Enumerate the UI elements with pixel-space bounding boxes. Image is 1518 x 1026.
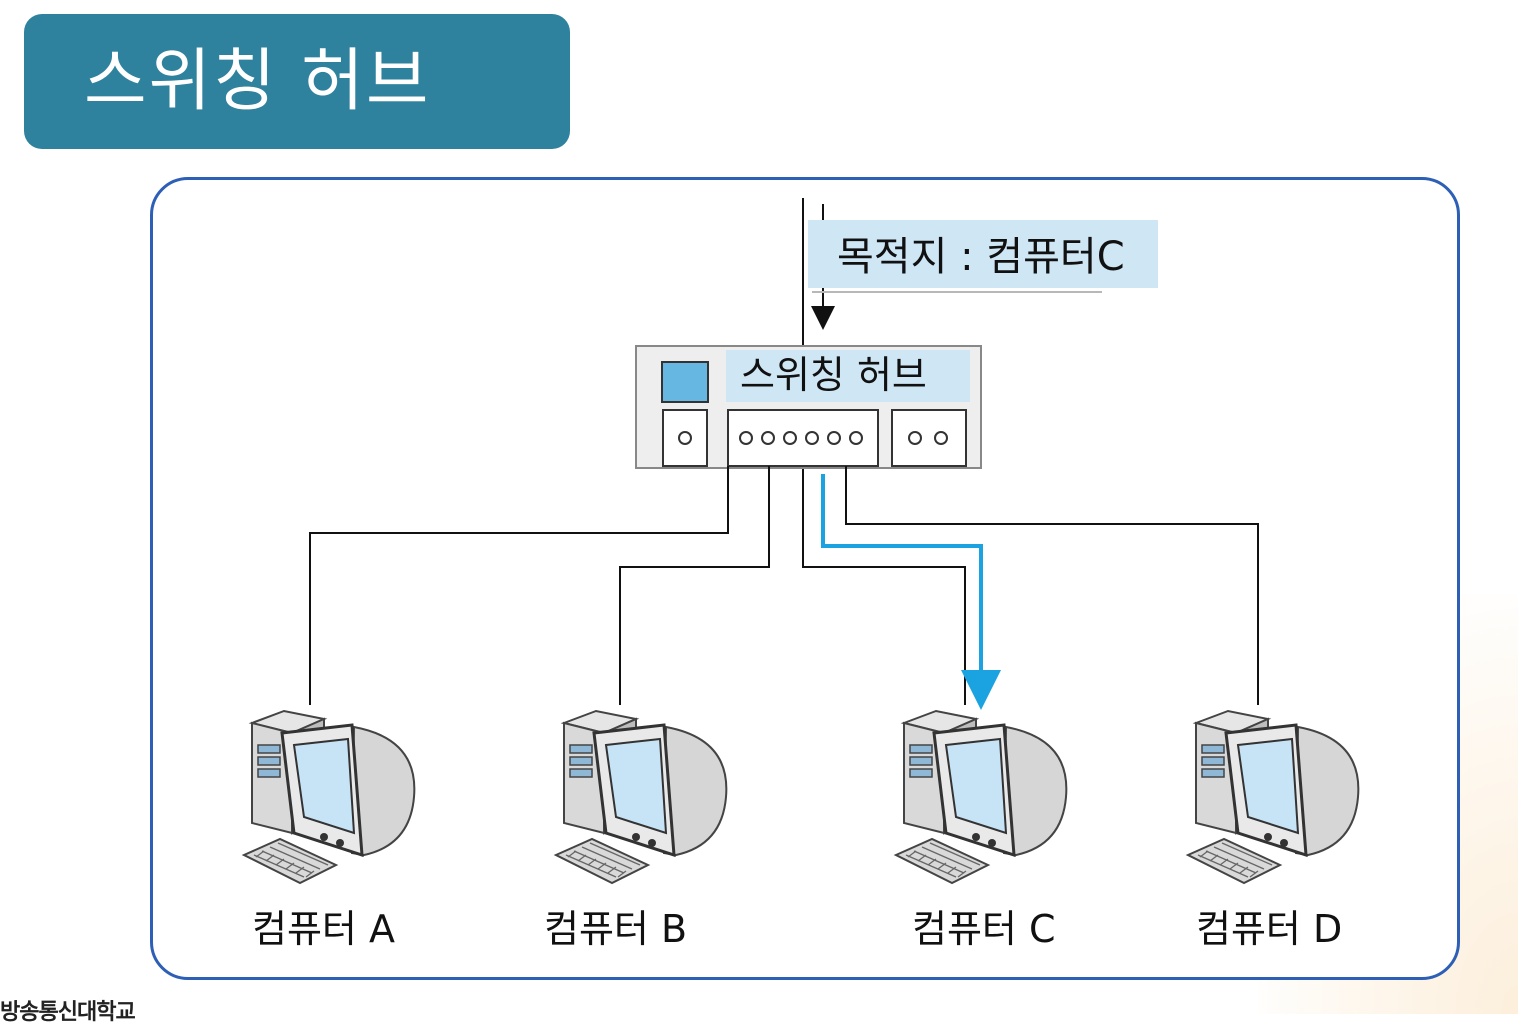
destination-label: 목적지 : 컴퓨터C: [837, 234, 1125, 280]
hub-label-box: [726, 350, 970, 402]
switching-hub: 스위칭 허브: [635, 345, 982, 469]
cable-computer-a: [309, 466, 729, 705]
cable-computer-b: [619, 466, 770, 705]
computer-d-label: 컴퓨터 D: [1196, 907, 1342, 951]
cable-computer-d: [845, 466, 1259, 705]
hub-power-port: [662, 409, 708, 467]
highlight-path-to-c: [821, 474, 1001, 710]
computer-a-label: 컴퓨터 A: [252, 907, 395, 951]
computer-c-label: 컴퓨터 C: [912, 907, 1056, 951]
computer-d-icon: [1186, 709, 1360, 885]
hub-label: 스위칭 허브: [740, 353, 927, 397]
footer-logo-text: 방송통신대학교: [0, 1000, 136, 1025]
computer-b-label: 컴퓨터 B: [544, 907, 687, 951]
hub-indicator: [661, 361, 709, 403]
footer-logo: 방송통신대학교: [0, 994, 136, 1026]
hub-ports: [727, 409, 879, 467]
hub-aux-ports: [891, 409, 967, 467]
destination-label-box: [808, 220, 1158, 288]
computer-b-icon: [554, 709, 728, 885]
page-title-text: 스위칭 허브: [84, 42, 431, 121]
page-title: 스위칭 허브: [24, 14, 570, 149]
computer-c-icon: [894, 709, 1068, 885]
cable-computer-c: [802, 470, 966, 705]
computer-a-icon: [242, 709, 416, 885]
